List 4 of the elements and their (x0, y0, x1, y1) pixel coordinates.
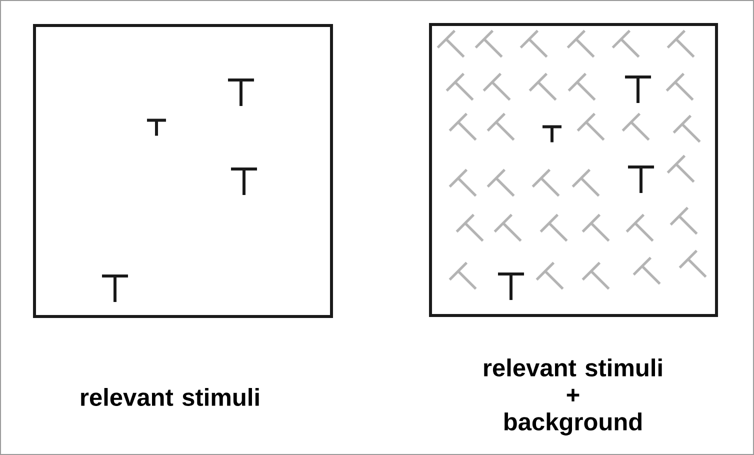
box-label: relevant stimuli + background (484, 358, 662, 436)
box (429, 23, 718, 317)
box (33, 24, 333, 318)
box-label: relevant stimuli (81, 388, 259, 406)
